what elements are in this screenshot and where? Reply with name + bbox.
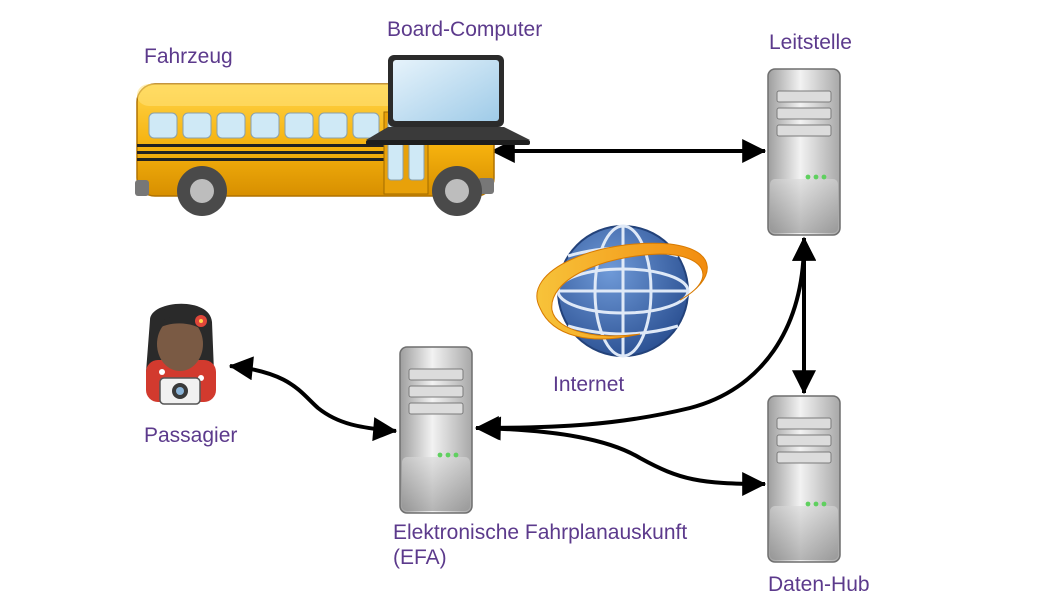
board-computer-label: Board-Computer — [387, 18, 543, 41]
connection-passenger-efa — [228, 356, 398, 442]
laptop-icon — [366, 55, 530, 145]
connections — [228, 139, 817, 496]
efa-server-icon — [399, 346, 473, 514]
data-hub-label: Daten-Hub — [768, 573, 870, 596]
vehicle-label: Fahrzeug — [144, 45, 233, 68]
efa-label: Elektronische Fahrplanauskunft (EFA) — [393, 520, 687, 570]
data-hub-server-icon — [767, 395, 841, 563]
efa-label-line2: (EFA) — [393, 546, 447, 569]
person-with-camera-icon — [146, 303, 216, 405]
globe-icon — [536, 224, 708, 358]
connection-efa-data-hub — [476, 416, 767, 496]
control-center-label: Leitstelle — [769, 31, 852, 54]
passenger-label: Passagier — [144, 424, 238, 447]
control-center-server-icon — [767, 68, 841, 236]
efa-label-line1: Elektronische Fahrplanauskunft — [393, 521, 688, 544]
internet-label: Internet — [553, 373, 625, 396]
